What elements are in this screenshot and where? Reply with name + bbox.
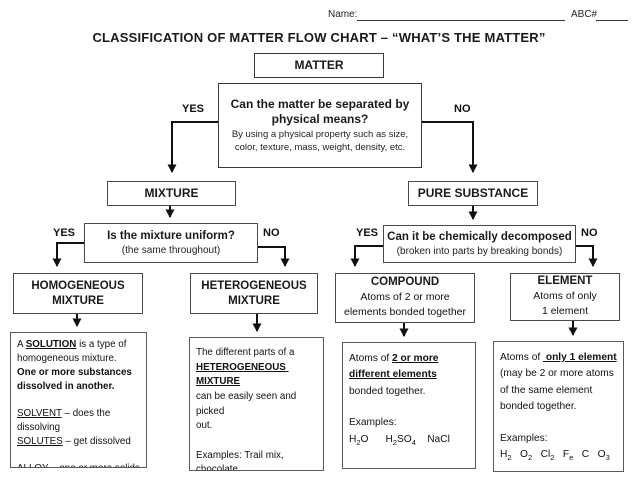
homogeneous-line2: MIXTURE xyxy=(52,294,104,307)
name-blank-line xyxy=(357,8,565,21)
question-uniform-text: Is the mixture uniform? xyxy=(107,230,235,243)
heterogeneous-line1: HETEROGENEOUS xyxy=(201,279,307,292)
node-heterogeneous-mixture: HETEROGENEOUS MIXTURE xyxy=(190,273,318,314)
name-label: Name: xyxy=(328,9,358,20)
node-question-decomposed: Can it be chemically decomposed (broken … xyxy=(383,225,576,263)
detail-element: Atoms of only 1 element(may be 2 or more… xyxy=(493,341,624,472)
homogeneous-line1: HOMOGENEOUS xyxy=(31,279,125,292)
node-element: ELEMENT Atoms of only 1 element xyxy=(510,273,620,321)
compound-title: COMPOUND xyxy=(370,276,440,289)
question-physical-text: Can the matter be separated by physical … xyxy=(230,96,410,126)
element-desc-line2: 1 element xyxy=(541,305,589,318)
compound-desc-line2: elements bonded together xyxy=(343,306,466,319)
node-pure-substance-label: PURE SUBSTANCE xyxy=(417,186,529,200)
question-decomposed-note: (broken into parts by breaking bonds) xyxy=(396,245,563,257)
edge-no-decomposed: NO xyxy=(581,227,598,239)
node-matter-label: MATTER xyxy=(294,58,344,72)
node-question-physical: Can the matter be separated by physical … xyxy=(218,83,422,168)
node-pure-substance: PURE SUBSTANCE xyxy=(408,181,538,206)
node-matter: MATTER xyxy=(254,53,384,78)
node-question-uniform: Is the mixture uniform? (the same throug… xyxy=(84,223,258,263)
node-mixture: MIXTURE xyxy=(107,181,236,206)
question-physical-note: By using a physical property such as siz… xyxy=(231,128,409,153)
edge-no-uniform: NO xyxy=(263,227,280,239)
compound-desc-line1: Atoms of 2 or more xyxy=(360,291,450,304)
node-compound: COMPOUND Atoms of 2 or more elements bon… xyxy=(335,273,475,323)
abc-blank-line xyxy=(596,8,628,21)
node-mixture-label: MIXTURE xyxy=(144,186,199,200)
edge-yes-decomposed: YES xyxy=(356,227,379,239)
node-homogeneous-mixture: HOMOGENEOUS MIXTURE xyxy=(13,273,143,314)
element-desc-line1: Atoms of only xyxy=(533,290,597,303)
edge-no-physical: NO xyxy=(454,103,471,115)
abc-label: ABC# xyxy=(571,9,598,20)
element-title: ELEMENT xyxy=(537,275,593,288)
edge-yes-physical: YES xyxy=(182,103,205,115)
question-decomposed-text: Can it be chemically decomposed xyxy=(387,231,572,244)
question-uniform-note: (the same throughout) xyxy=(121,244,221,256)
edge-yes-uniform: YES xyxy=(53,227,76,239)
page-title: CLASSIFICATION OF MATTER FLOW CHART – “W… xyxy=(92,30,546,45)
heterogeneous-line2: MIXTURE xyxy=(228,294,280,307)
